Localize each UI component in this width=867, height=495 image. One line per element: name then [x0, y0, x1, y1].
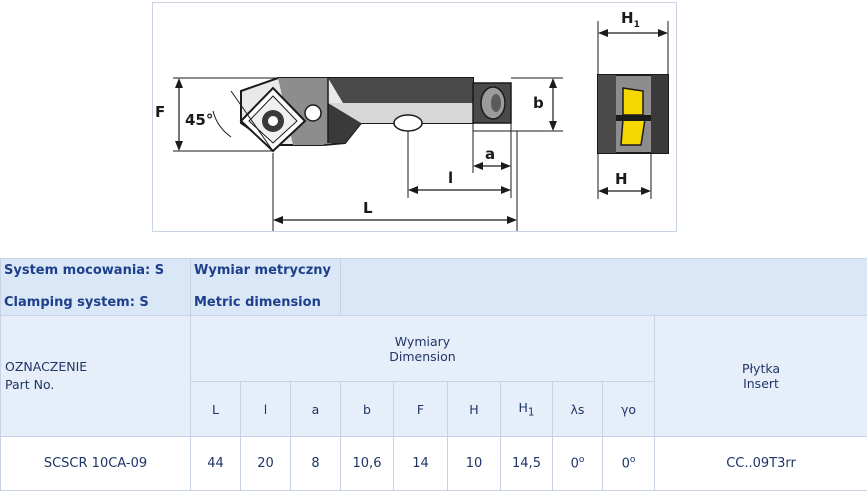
insert-label-en: Insert	[743, 376, 779, 391]
dim-H-label: H	[615, 170, 628, 188]
cell-H: 10	[447, 436, 501, 491]
side-view: H1 H	[597, 9, 669, 199]
col-header-H: H	[447, 381, 501, 437]
cell-F: 14	[393, 436, 448, 491]
insert-diamond	[239, 86, 322, 153]
dim-H1-label: H1	[621, 9, 640, 30]
dim-F: F 45°	[155, 77, 278, 152]
header-blank-cell	[339, 258, 867, 316]
cell-b: 10,6	[340, 436, 394, 491]
dim-a-label: a	[485, 145, 495, 163]
dim-angle-label: 45°	[185, 111, 213, 129]
col-header-H1: H1	[500, 381, 553, 437]
partno-label-en: Part No.	[5, 377, 55, 392]
cell-L: 44	[190, 436, 241, 491]
table-column-row: L l a b F H H1 λs γo	[1, 381, 867, 437]
cell-l: 20	[240, 436, 291, 491]
spec-table: System mocowania: S Clamping system: S W…	[0, 258, 867, 491]
tool-drawing-svg: F 45° b a l	[155, 9, 669, 231]
col-header-gamma-o: γo	[602, 381, 655, 437]
system-label-en: Clamping system: S	[4, 295, 149, 310]
dim-b-label: b	[533, 94, 544, 112]
col-header-l: l	[240, 381, 291, 437]
insert-header-cell: Płytka Insert	[653, 315, 867, 437]
partno-label-pl: OZNACZENIE	[5, 359, 88, 374]
cell-insert: CC..09T3rr	[653, 436, 867, 491]
dim-F-label: F	[155, 103, 165, 121]
col-header-L: L	[190, 381, 241, 437]
col-header-a: a	[290, 381, 341, 437]
cell-a: 8	[290, 436, 341, 491]
cell-lambda-s: 0o	[552, 436, 603, 491]
system-label-pl: System mocowania: S	[4, 263, 165, 278]
table-group-row: OZNACZENIE Part No. Wymiary Dimension Pł…	[0, 315, 867, 437]
dim-L-label: L	[363, 199, 373, 217]
dim-l-label: l	[448, 169, 453, 187]
dimensions-group-cell: Wymiary Dimension	[190, 315, 655, 382]
tool-body	[240, 77, 512, 146]
cell-part-no: SCSCR 10CA-09	[0, 436, 191, 491]
dimension-label-en: Metric dimension	[194, 295, 321, 310]
dims-label-en: Dimension	[389, 348, 456, 364]
col-header-b: b	[340, 381, 394, 437]
system-header-cell: System mocowania: S Clamping system: S	[0, 258, 191, 316]
table-header-row: System mocowania: S Clamping system: S W…	[0, 258, 867, 316]
dim-l: l	[407, 131, 512, 198]
col-header-lambda-s: λs	[552, 381, 603, 437]
dim-L: L	[272, 131, 518, 231]
partno-header-cell: OZNACZENIE Part No.	[0, 315, 191, 437]
dims-label-pl: Wymiary	[394, 333, 451, 349]
dim-b: b	[473, 77, 563, 132]
cell-H1: 14,5	[500, 436, 553, 491]
table-row: SCSCR 10CA-09 44 20 8 10,6 14 10 14,5 0o…	[0, 436, 867, 491]
col-header-F: F	[393, 381, 448, 437]
insert-label-pl: Płytka	[741, 361, 781, 376]
dimension-header-cell: Wymiar metryczny Metric dimension	[190, 258, 341, 316]
cell-gamma-o: 0o	[602, 436, 655, 491]
dimension-label-pl: Wymiar metryczny	[194, 263, 331, 278]
technical-drawing: F 45° b a l	[152, 2, 677, 232]
